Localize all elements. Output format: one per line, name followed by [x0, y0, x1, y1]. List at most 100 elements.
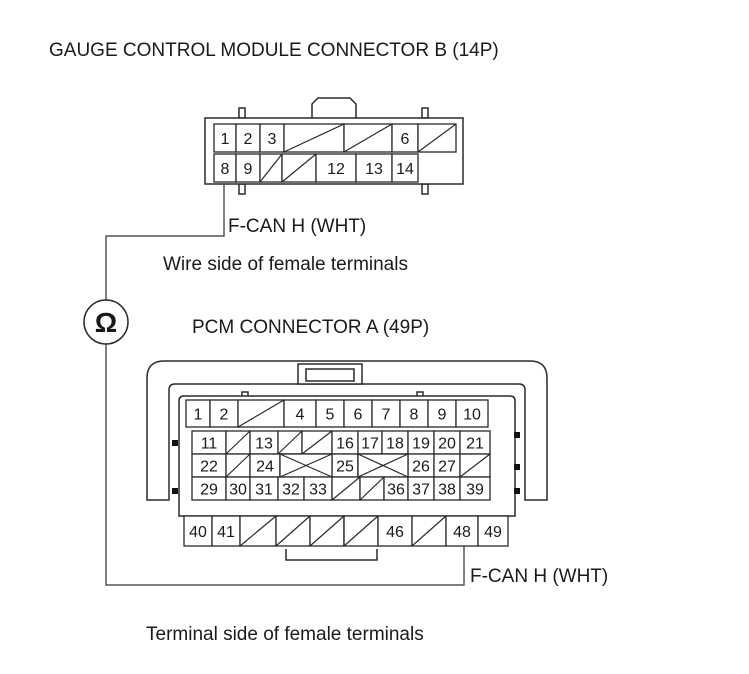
connector-a-row-5-cell: 40	[183, 515, 213, 547]
connector-a-view-label: Terminal side of female terminals	[146, 624, 424, 645]
connector-a-row-1-cell: 9	[427, 399, 457, 428]
terminal-label: 36	[387, 482, 405, 499]
ohm-icon: Ω	[95, 307, 117, 338]
connector-a-row-2-cell: 17	[357, 430, 383, 455]
connector-b-view-label: Wire side of female terminals	[163, 254, 408, 275]
connector-a-row-3-cell: 26	[407, 453, 435, 478]
connector-a-row-2-cell: 16	[331, 430, 359, 455]
connector-a-latch-inner	[305, 368, 355, 382]
connector-a-row-3-cross	[357, 453, 409, 478]
connector-b-title: GAUGE CONTROL MODULE CONNECTOR B (14P)	[49, 40, 499, 61]
connector-a-row-4-cell	[359, 476, 385, 501]
connector-b-guide-bl	[238, 183, 246, 195]
terminal-label: 26	[412, 459, 430, 476]
connector-b-wire-label: F-CAN H (WHT)	[228, 216, 366, 237]
terminal-label: 2	[244, 131, 253, 148]
connector-a-row-5-cell: 48	[445, 515, 479, 547]
connector-a-row-2-cell	[301, 430, 333, 455]
connector-b-row-1-cell	[343, 123, 393, 153]
connector-a-row-4-cell	[331, 476, 361, 501]
connector-a-bottom-latch	[285, 549, 378, 561]
connector-a-marker-right-2	[514, 464, 520, 470]
connector-a-row-5-cell	[309, 515, 345, 547]
connector-b-row-2-cell	[281, 153, 317, 183]
connector-a-row-4-cell: 32	[277, 476, 305, 501]
connector-a-row-2-cell: 18	[381, 430, 409, 455]
connector-b-lock-tab	[311, 97, 357, 118]
terminal-label: 29	[200, 482, 218, 499]
connector-b-row-1-cell: 2	[235, 123, 261, 153]
terminal-label: 3	[268, 131, 277, 148]
terminal-label: 37	[412, 482, 430, 499]
terminal-label: 38	[438, 482, 456, 499]
connector-a-title: PCM CONNECTOR A (49P)	[192, 317, 429, 338]
connector-a-outer-shell	[146, 360, 548, 501]
connector-a-row-1-cell: 1	[185, 399, 211, 428]
terminal-label: 8	[221, 161, 230, 178]
connector-a-row-5-cell: 49	[477, 515, 509, 547]
connector-b-row-2-cell: 13	[355, 153, 393, 183]
connector-a-row-1-cell: 5	[315, 399, 345, 428]
connector-b-row-1-cell: 1	[213, 123, 237, 153]
connector-a-row-4-cell: 37	[407, 476, 435, 501]
terminal-label: 48	[453, 524, 471, 541]
connector-a-row-4-cell: 31	[249, 476, 279, 501]
connector-a-row-5-cell	[239, 515, 277, 547]
connector-a-row-1-cell: 2	[209, 399, 239, 428]
connector-a-row-5-cell	[275, 515, 311, 547]
terminal-label: 12	[327, 161, 345, 178]
terminal-label: 17	[361, 436, 379, 453]
connector-b-row-1-cell	[283, 123, 345, 153]
connector-a-row-1-cell: 7	[371, 399, 401, 428]
connector-a-row-3-cell: 24	[249, 453, 281, 478]
terminal-label: 31	[255, 482, 273, 499]
terminal-label: 11	[201, 436, 218, 453]
connector-b-row-1-cell: 3	[259, 123, 285, 153]
terminal-label: 9	[438, 407, 447, 424]
terminal-label: 27	[438, 459, 456, 476]
terminal-label: 7	[382, 407, 391, 424]
terminal-label: 32	[282, 482, 300, 499]
test-lead-to-pin-8	[105, 184, 225, 300]
connector-a-row-5-cell: 46	[377, 515, 413, 547]
terminal-label: 33	[309, 482, 327, 499]
connector-a-row-1-cell: 4	[283, 399, 317, 428]
terminal-label: 46	[386, 524, 404, 541]
connector-b-row-2-cell: 12	[315, 153, 357, 183]
terminal-label: 14	[396, 161, 414, 178]
connector-a-row-4-cell: 30	[225, 476, 251, 501]
connector-a-row-1-cell: 6	[343, 399, 373, 428]
connector-a-marker-right-3	[514, 488, 520, 494]
terminal-label: 6	[354, 407, 363, 424]
connector-a-row-3-cell	[459, 453, 491, 478]
connector-a-row-4-cell: 38	[433, 476, 461, 501]
connector-a-row-5-cell	[411, 515, 447, 547]
connector-a-row-4-cell: 29	[191, 476, 227, 501]
connector-a-row-2-cell	[277, 430, 303, 455]
terminal-label: 39	[466, 482, 484, 499]
connector-a-marker-left-2	[172, 488, 178, 494]
connector-a-row-5-cell: 41	[211, 515, 241, 547]
connector-a-row-5-cell	[343, 515, 379, 547]
terminal-label: 6	[401, 131, 410, 148]
terminal-label: 22	[200, 459, 218, 476]
connector-a-row-2-cell: 20	[433, 430, 461, 455]
terminal-label: 18	[386, 436, 404, 453]
terminal-label: 20	[438, 436, 456, 453]
test-lead-to-pin-48	[105, 344, 465, 586]
connector-a-row-3-cross	[279, 453, 333, 478]
terminal-label: 49	[484, 524, 502, 541]
connector-a-row-3-cell: 25	[331, 453, 359, 478]
connector-b-row-2-cell: 9	[235, 153, 261, 183]
connector-a-row-1-cell: 8	[399, 399, 429, 428]
connector-a-row-3-cell: 22	[191, 453, 227, 478]
connector-b-guide-br	[421, 183, 429, 195]
terminal-label: 4	[296, 407, 305, 424]
connector-a-row-4-cell: 33	[303, 476, 333, 501]
connector-a-row-3-cell: 27	[433, 453, 461, 478]
